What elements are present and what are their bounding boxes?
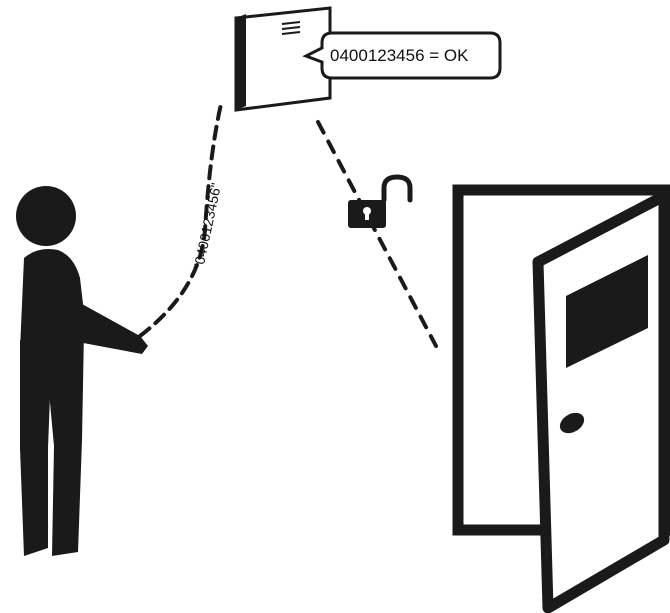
call-number-label: "0400123456" — [190, 181, 224, 270]
unlock-signal-path — [318, 122, 436, 346]
call-number-text: "0400123456" — [190, 181, 224, 270]
bubble-text: 0400123456 = OK — [330, 46, 469, 65]
person-icon — [16, 186, 148, 556]
unlocked-padlock-icon — [348, 177, 410, 228]
open-door-icon — [458, 190, 665, 608]
speech-bubble: 0400123456 = OK — [306, 33, 500, 78]
